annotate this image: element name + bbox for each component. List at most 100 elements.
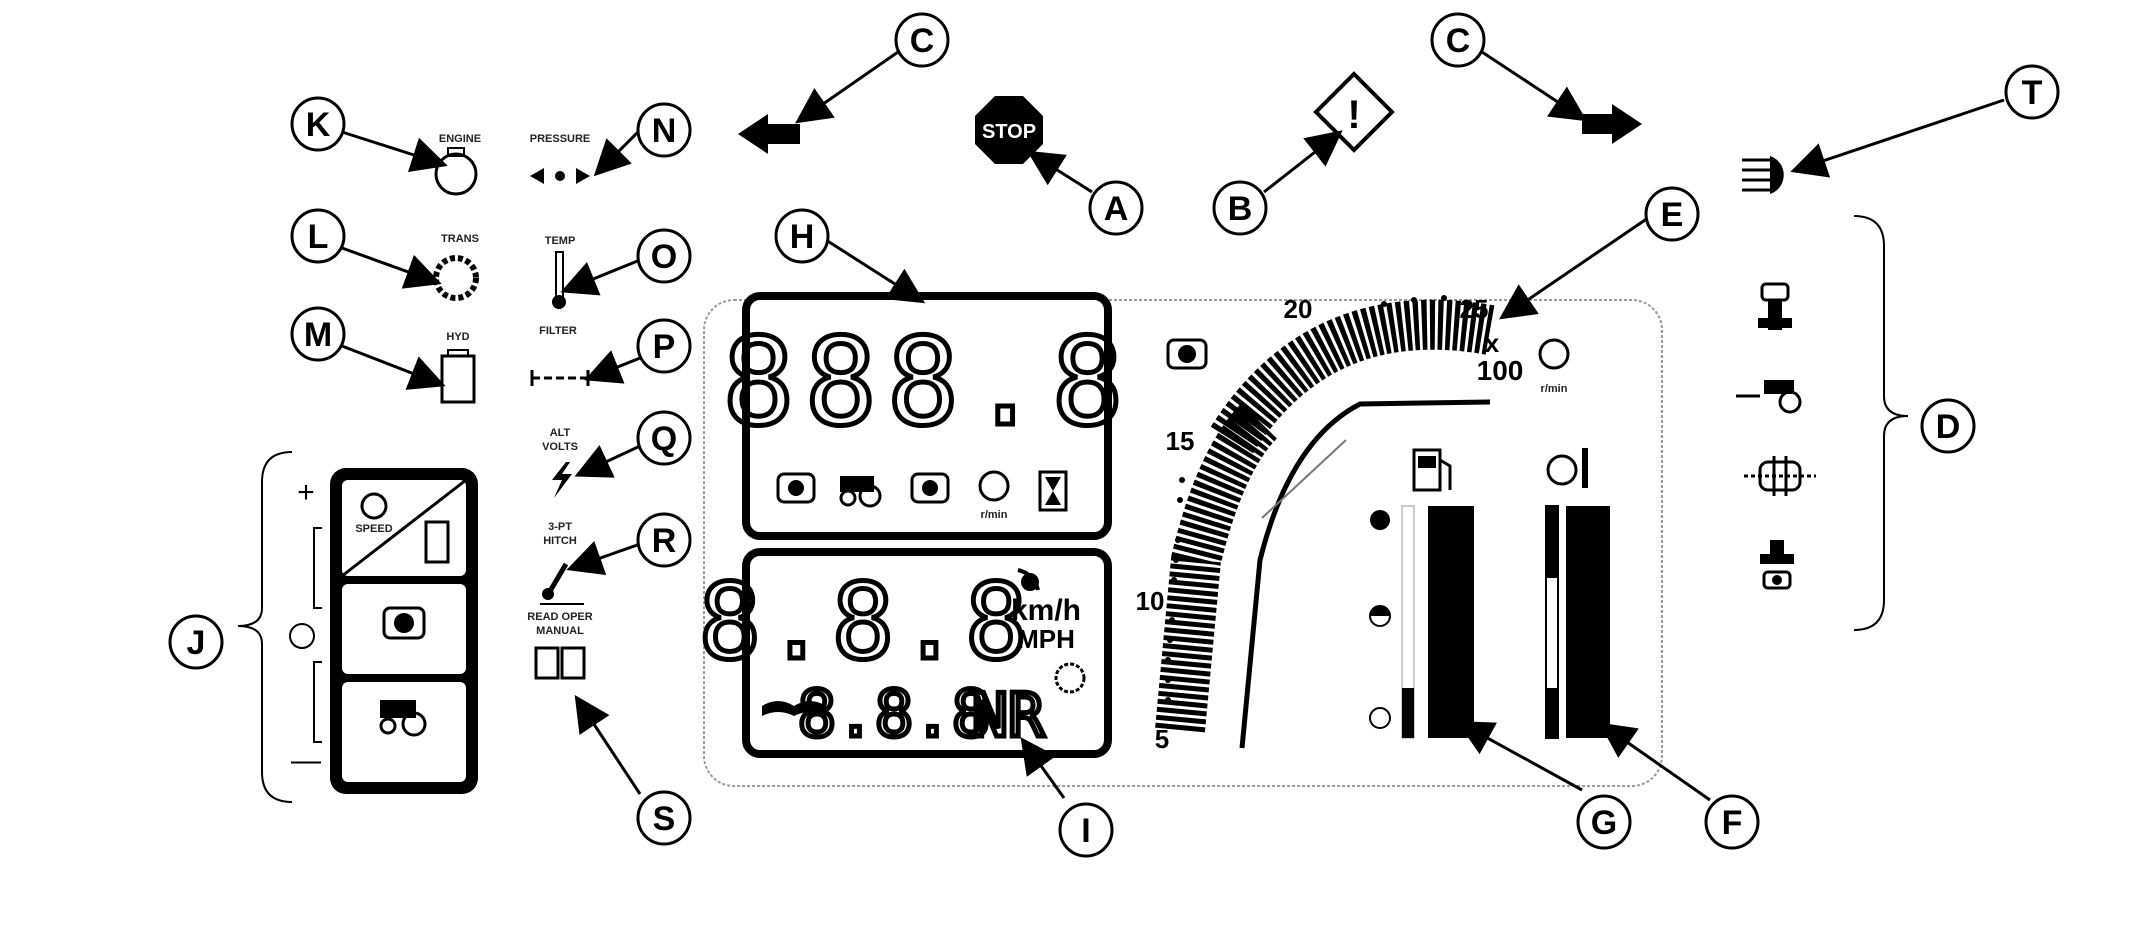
hourglass-icon	[1038, 470, 1068, 512]
front-wheel-drive-icon	[1758, 282, 1792, 330]
callout-c-right: C	[1430, 12, 1486, 68]
svg-text:TEMP: TEMP	[545, 235, 576, 247]
callout-d: D	[1920, 398, 1976, 454]
svg-text:HITCH: HITCH	[543, 535, 577, 547]
engine-icon	[434, 147, 478, 196]
speed-unit-kmh: km/h	[1011, 594, 1081, 627]
svg-text:FILTER: FILTER	[539, 325, 577, 337]
range-suffix: NR	[972, 681, 1045, 751]
svg-text:HYD: HYD	[446, 331, 469, 343]
tach-tick-20: 20	[1284, 294, 1313, 324]
fuel-gauge	[1369, 448, 1474, 739]
control-minus-label: —	[291, 744, 321, 777]
tractor-icon	[839, 476, 882, 508]
svg-text:S: S	[653, 800, 676, 838]
filter-indicator: FILTER	[530, 325, 590, 386]
control-hourglass-icon	[424, 520, 450, 564]
control-plus-label: +	[297, 476, 315, 509]
callout-c-left: C	[894, 12, 950, 68]
lightning-bolt-icon	[552, 462, 572, 498]
speed-unit-mph: MPH	[1017, 624, 1075, 654]
tach-tick-10: 10	[1136, 586, 1165, 616]
alt-volts-indicator: ALT VOLTS	[542, 427, 578, 498]
callout-e: E	[1644, 186, 1700, 242]
svg-text:I: I	[1081, 812, 1090, 850]
temperature-indicator: TEMP	[545, 235, 576, 309]
pto-control-icon	[394, 613, 414, 633]
tach-pto-icon	[1166, 338, 1208, 370]
hydraulic-indicator: HYD	[440, 331, 476, 404]
transmission-indicator: TRANS	[433, 233, 479, 301]
callout-n: N	[636, 102, 692, 158]
svg-text:C: C	[1446, 22, 1471, 60]
control-panel-bracket: + —	[237, 451, 322, 803]
svg-text:R: R	[652, 522, 677, 560]
book-icon	[762, 701, 826, 716]
lower-lcd-display: 8.8.8 km/h MPH 8.8.8 NR	[696, 548, 1112, 758]
thermometer-icon	[552, 251, 566, 309]
left-turn-arrow-icon	[738, 114, 800, 154]
tach-multiplier-100: 100	[1477, 355, 1524, 386]
svg-text:C: C	[910, 22, 935, 60]
svg-text:ALT: ALT	[550, 427, 571, 439]
pressure-indicator: PRESSURE	[530, 133, 590, 184]
right-turn-arrow-icon	[1582, 104, 1642, 144]
svg-text:N: N	[652, 112, 677, 150]
rear-hitch-tractor-icon	[1736, 380, 1802, 414]
tach-tick-25: 25	[1460, 294, 1489, 324]
warning-diamond-icon: !	[1313, 71, 1395, 153]
callout-a: A	[1088, 180, 1144, 236]
callout-p: P	[636, 318, 692, 374]
engine-indicator: ENGINE	[434, 133, 481, 196]
callout-o: O	[636, 228, 692, 284]
tach-multiplier-x: x	[1485, 328, 1500, 358]
callout-l: L	[290, 208, 346, 264]
pto-control-button[interactable]	[342, 584, 466, 674]
speed-engine-icon	[360, 492, 388, 520]
open-book-icon	[534, 646, 586, 680]
rear-pto-icon	[910, 472, 950, 504]
filter-icon	[530, 370, 590, 386]
speed-hourglass-button[interactable]: SPEED	[341, 478, 467, 578]
svg-text:SPEED: SPEED	[355, 523, 392, 535]
fuel-full-dot-icon	[1370, 510, 1390, 530]
callout-b: B	[1212, 180, 1268, 236]
engine-rpm-icon: r/min	[978, 470, 1010, 521]
svg-text:TRANS: TRANS	[441, 233, 479, 245]
svg-text:A: A	[1104, 190, 1129, 228]
callout-r: R	[636, 512, 692, 568]
upper-lcd-digits: 888.8	[722, 314, 1133, 453]
tachometer-dot-scale	[1165, 295, 1447, 703]
svg-text:Q: Q	[651, 420, 677, 458]
callout-f: F	[1704, 794, 1760, 850]
dial-icon	[289, 623, 315, 649]
pressure-icon	[530, 168, 590, 184]
svg-text:VOLTS: VOLTS	[542, 441, 578, 453]
read-manual-indicator: READ OPER MANUAL	[527, 611, 593, 680]
fuel-pump-icon	[1412, 448, 1452, 492]
upper-lcd-display: 888.8 r/min	[720, 292, 1133, 540]
coolant-temp-gauge	[1545, 448, 1610, 739]
svg-text:T: T	[2022, 74, 2043, 112]
svg-text:ENGINE: ENGINE	[439, 133, 481, 145]
tach-unit: r/min	[1541, 383, 1568, 395]
transmission-gear-icon-left	[433, 255, 479, 301]
warning-sign-label: !	[1347, 93, 1360, 137]
stop-sign-label: STOP	[982, 121, 1036, 143]
three-point-hitch-indicator: 3-PT HITCH	[540, 521, 584, 605]
tach-tick-5: 5	[1155, 724, 1169, 754]
callout-i: I	[1058, 802, 1114, 858]
coolant-engine-icon	[1546, 448, 1588, 488]
callout-j: J	[168, 614, 224, 670]
tach-tick-15: 15	[1166, 426, 1195, 456]
svg-text:B: B	[1228, 190, 1253, 228]
upper-rpm-unit: r/min	[981, 509, 1008, 521]
callout-h: H	[774, 208, 830, 264]
fuel-empty-dot-icon	[1369, 707, 1391, 729]
tractor-control-button[interactable]	[342, 682, 466, 782]
tach-engine-icon	[1538, 338, 1570, 370]
callout-m: M	[290, 306, 346, 362]
stop-sign-icon: STOP	[975, 96, 1043, 164]
pto-icon	[776, 472, 816, 504]
